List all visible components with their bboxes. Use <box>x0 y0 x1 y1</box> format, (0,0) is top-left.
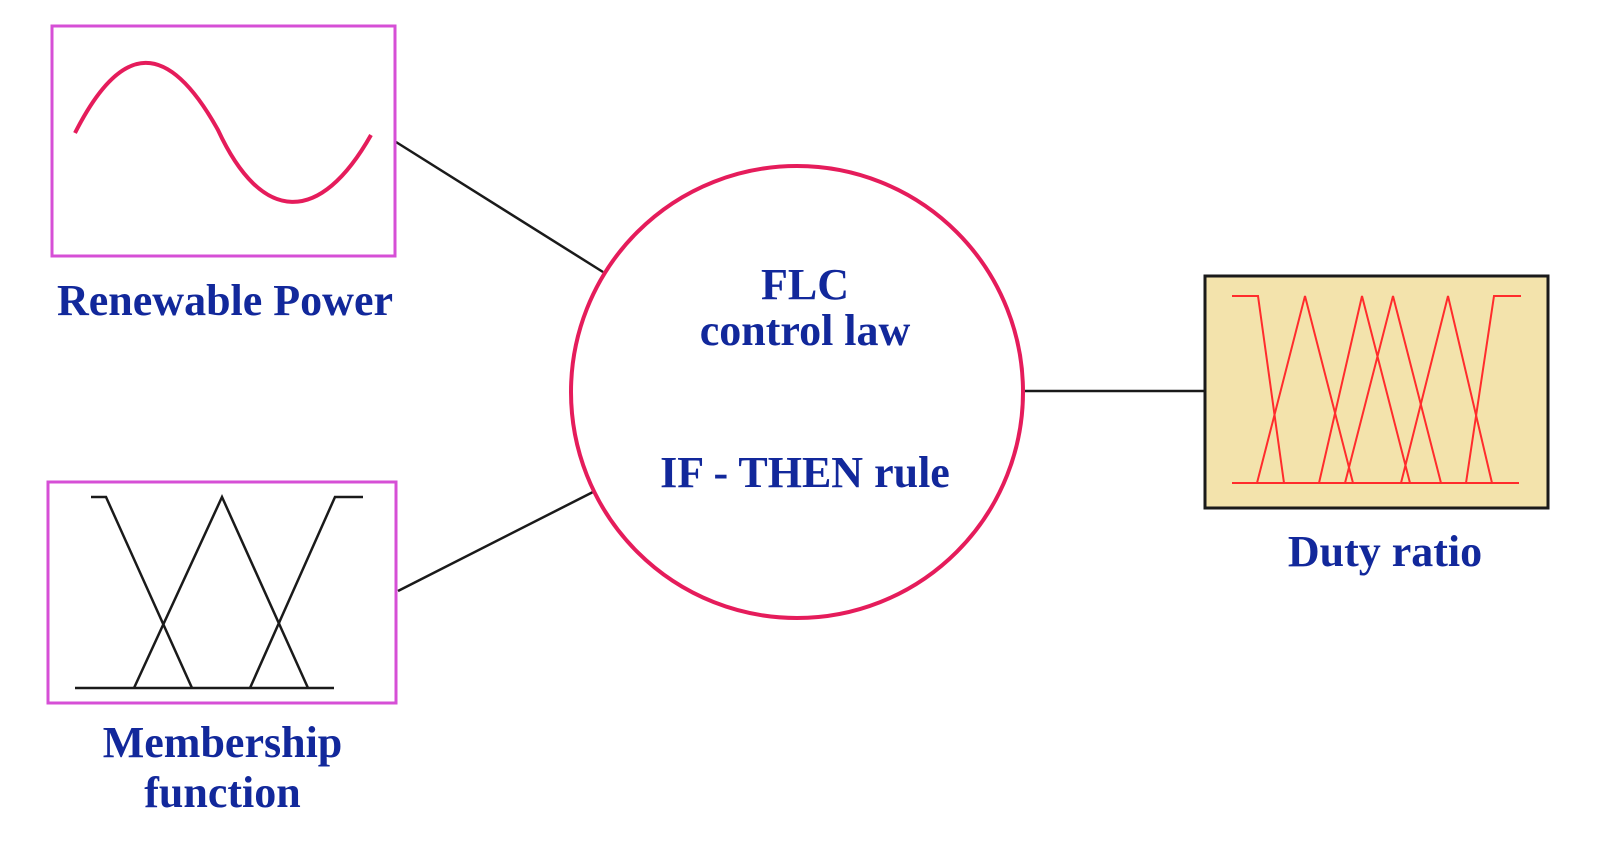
membership-function-box <box>46 480 398 705</box>
duty-ratio-label: Duty ratio <box>1287 527 1483 576</box>
duty-ratio-membership-icon <box>1232 295 1521 484</box>
flc-label-line1: FLC <box>761 260 849 309</box>
flc-label-line2: control law <box>699 306 911 355</box>
connector-renewable-to-flc <box>395 140 604 274</box>
connector-membership-to-flc <box>397 490 594 593</box>
membership-label-line2: function <box>144 768 301 817</box>
membership-label-line1: Membership <box>102 718 343 767</box>
membership-function-icon <box>75 493 363 690</box>
flc-circle <box>569 164 1025 620</box>
renewable-power-label: Renewable Power <box>56 276 393 325</box>
sine-wave-icon <box>73 60 373 204</box>
if-then-rule-label: IF - THEN rule <box>660 448 950 497</box>
flc-control-law-label: FLC control law <box>595 262 1015 354</box>
duty-ratio-box <box>1203 274 1550 510</box>
membership-function-label: Membership function <box>50 718 395 818</box>
